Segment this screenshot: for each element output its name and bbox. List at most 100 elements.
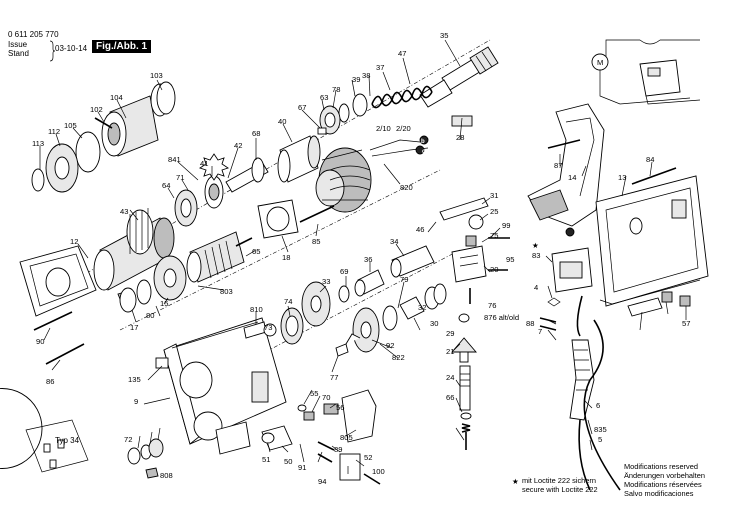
spring-37	[371, 85, 433, 109]
shaft-68	[225, 157, 269, 193]
bearing-housing-104	[101, 81, 176, 157]
label-80-upper: 80	[146, 311, 154, 320]
label-65: 65	[252, 247, 260, 256]
label-20: 20	[490, 265, 498, 274]
label-83: 83	[532, 251, 540, 260]
shaft-24	[459, 365, 471, 411]
housing-13	[595, 175, 709, 307]
label-47: 47	[398, 49, 406, 58]
label-95: 95	[506, 255, 514, 264]
label-94: 94	[318, 477, 326, 486]
spring-24	[461, 423, 471, 433]
issue-brace	[49, 40, 56, 62]
label-37: 37	[376, 63, 384, 72]
pin-77	[335, 343, 349, 357]
gear-housing-9	[163, 317, 287, 445]
switch-block-50	[261, 425, 293, 451]
label-102: 102	[90, 105, 103, 114]
label-21: 21	[446, 347, 454, 356]
label-30: 30	[430, 319, 438, 328]
screw-90	[33, 311, 73, 331]
issue-date: 03-10-14	[55, 44, 88, 53]
ring-15	[263, 323, 277, 337]
label-9-upper: 9	[134, 397, 138, 406]
wiring-schematic	[591, 39, 701, 105]
label-32: 32	[418, 303, 426, 312]
chuck-35	[419, 46, 499, 108]
bearing-808	[148, 438, 164, 458]
ring-69	[338, 285, 350, 303]
label-34: 34	[390, 237, 398, 246]
callout-b-upper	[415, 145, 425, 155]
label-64: 64	[162, 181, 170, 190]
label-28: 28	[456, 133, 464, 142]
motor-m-symbol: M	[597, 58, 603, 67]
label-5: 5	[598, 435, 602, 444]
part-number: 0 611 205 770	[8, 30, 59, 39]
handle-14	[527, 103, 605, 227]
label-17: 17	[130, 323, 138, 332]
label-7: 7	[538, 327, 542, 336]
label-2-20: 2/20	[396, 124, 411, 133]
label-41: 41	[200, 159, 208, 168]
label-100: 100	[372, 467, 385, 476]
label-803: 803	[220, 287, 233, 296]
callout-c-upper	[419, 135, 429, 145]
ring-113	[31, 168, 45, 192]
modifications-line-4: Salvo modificaciones	[624, 489, 694, 498]
label-74: 74	[284, 297, 292, 306]
cable-6	[569, 295, 621, 491]
label-52: 52	[364, 453, 372, 462]
label-2-10: 2/10	[376, 124, 391, 133]
lever-31	[439, 197, 489, 221]
label-89: 89	[334, 445, 342, 454]
part-70-right	[661, 291, 673, 303]
figure-label: Fig./Abb. 1	[92, 40, 152, 53]
axis-line-upper	[39, 39, 491, 301]
label-85: 85	[312, 237, 320, 246]
bracket-32	[399, 296, 425, 320]
inset-typ-34	[0, 388, 89, 473]
label-104: 104	[110, 93, 123, 102]
modifications-line-3: Modifications réservées	[624, 480, 702, 489]
label-66: 66	[446, 393, 454, 402]
label-4: 4	[534, 283, 538, 292]
ring-72	[127, 447, 141, 465]
clamp-4	[547, 297, 561, 307]
cable-2-10	[369, 139, 421, 151]
label-c-upper: c	[422, 149, 426, 155]
loctite-star-note: ★	[512, 477, 519, 486]
plate-135	[155, 357, 169, 369]
label-73: 73	[264, 323, 272, 332]
label-18: 18	[282, 253, 290, 262]
callout-b-lower	[565, 227, 575, 237]
armature-65	[186, 231, 253, 283]
label-13: 13	[618, 173, 626, 182]
label-14: 14	[568, 173, 576, 182]
screw-88	[539, 325, 557, 331]
label-810: 810	[250, 305, 263, 314]
label-87: 87	[554, 161, 562, 170]
label-67: 67	[298, 103, 306, 112]
stand-label: Stand	[8, 49, 29, 58]
label-71: 71	[176, 173, 184, 182]
label-103: 103	[150, 71, 163, 80]
part-56	[323, 403, 339, 415]
label-88: 88	[526, 319, 534, 328]
label-43: 43	[120, 207, 128, 216]
label-805: 805	[340, 433, 353, 442]
label-51: 51	[262, 455, 270, 464]
ring-79	[382, 305, 398, 331]
label-841: 841	[168, 155, 181, 164]
pin-102	[94, 117, 113, 129]
label-91: 91	[298, 463, 306, 472]
loctite-note-de: mit Loctite 222 sichern	[522, 476, 596, 485]
piston-40	[277, 135, 321, 183]
part-70-lower	[303, 411, 315, 421]
label-42: 42	[234, 141, 242, 150]
label-15: 15	[160, 299, 168, 308]
label-56: 56	[336, 403, 344, 412]
loctite-note-en: secure with Loctite 222	[522, 485, 598, 494]
axis-line-lower	[249, 249, 461, 361]
